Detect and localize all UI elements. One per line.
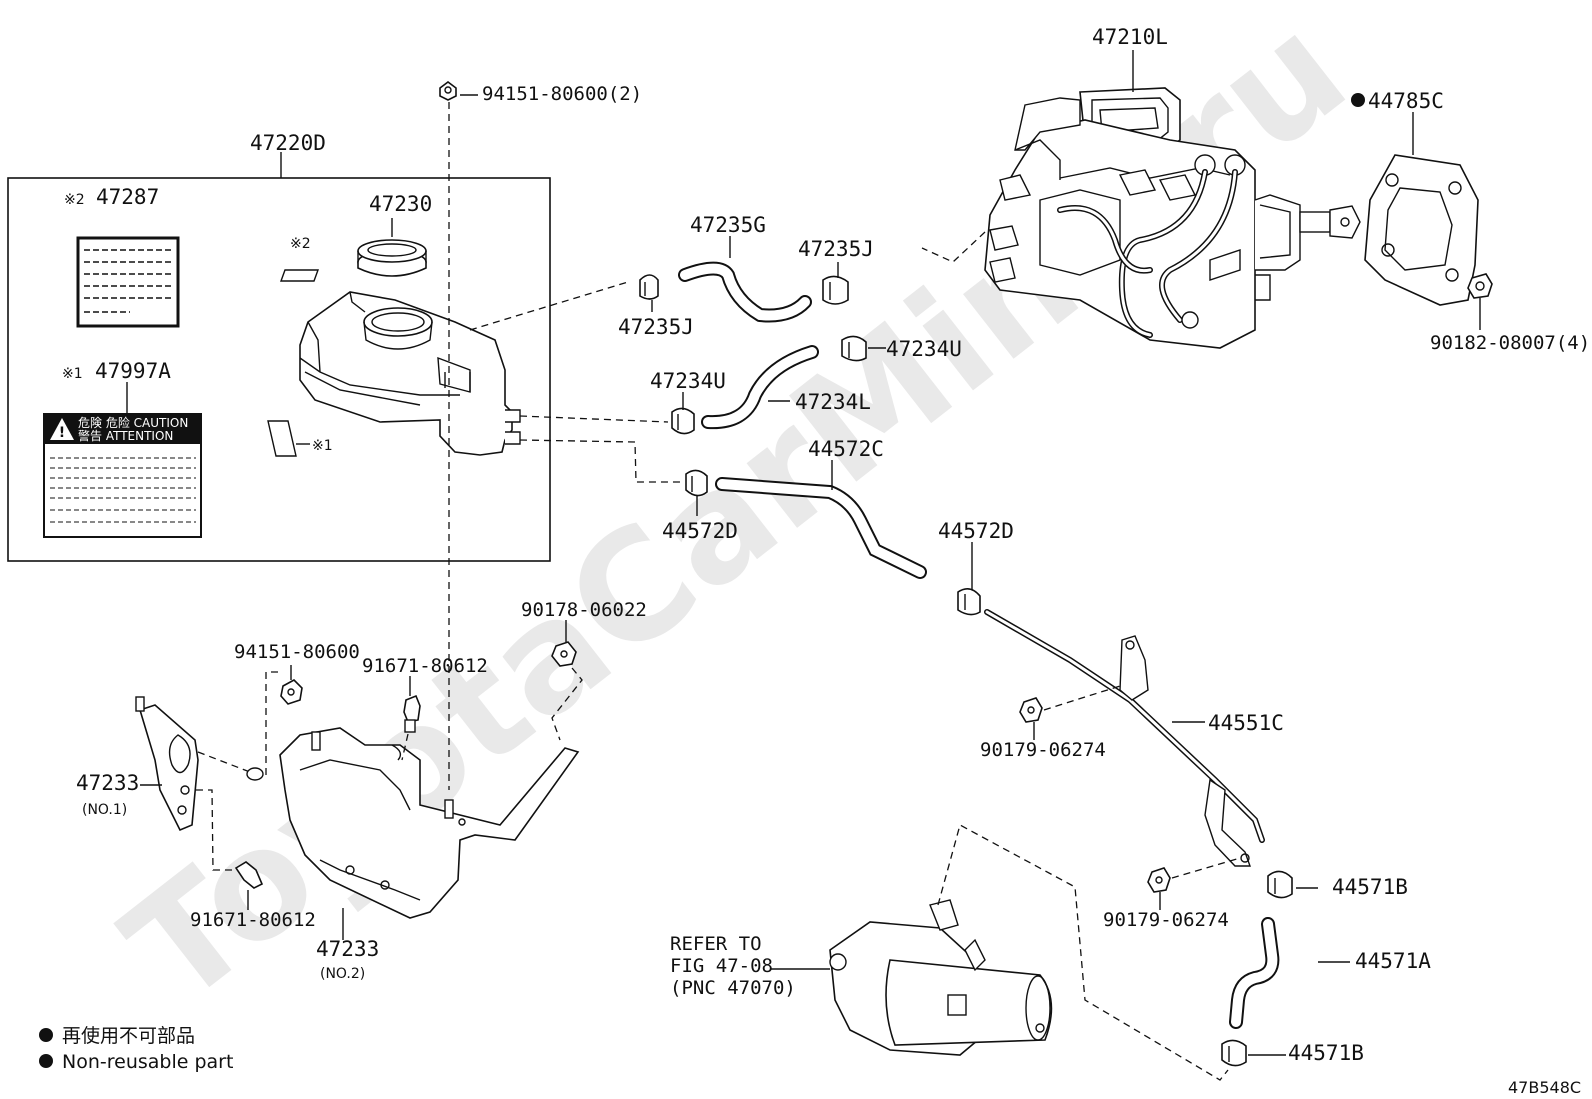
label-47235J-left: 47235J <box>618 315 694 339</box>
legend-jp: 再使用不可部品 <box>62 1025 195 1047</box>
label-47997A-mark: ※1 <box>62 366 83 382</box>
nut-94151-lower <box>280 679 303 705</box>
non-reusable-dot <box>1351 93 1365 107</box>
legend-en: Non-reusable part <box>62 1051 233 1073</box>
nut-90182 <box>1467 273 1493 299</box>
reservoir-tank <box>299 291 521 456</box>
label-90178-06022: 90178-06022 <box>521 599 647 621</box>
label-47234L: 47234L <box>795 390 871 414</box>
label-47233-no2-sub: (NO.2) <box>320 966 365 982</box>
label-90179-06274-lower: 90179-06274 <box>1103 909 1229 931</box>
bracket-47233-no1 <box>135 696 199 832</box>
label-44571B-lower: 44571B <box>1288 1041 1364 1065</box>
label-91671-80612-upper: 91671-80612 <box>362 655 488 677</box>
label-47233-no2: 47233 <box>316 937 379 961</box>
label-44785C: 44785C <box>1368 89 1444 113</box>
legend-dot-jp <box>39 1028 53 1042</box>
label-47997A: 47997A <box>95 359 171 383</box>
label-44572C: 44572C <box>808 437 884 461</box>
bolt-90178 <box>551 641 577 667</box>
diagram-code: 47B548C <box>1508 1078 1581 1097</box>
label-47235J-right: 47235J <box>798 237 874 261</box>
label-44571B-upper: 44571B <box>1332 875 1408 899</box>
sticker-mark-2 <box>280 269 319 282</box>
label-91671-80612-lower: 91671-80612 <box>190 909 316 931</box>
reservoir-assembly-box <box>7 177 551 562</box>
clamp-47235J-right <box>822 275 849 305</box>
clamp-47234U-right <box>841 335 867 362</box>
label-mark-2: ※2 <box>290 236 311 252</box>
label-94151-80600: 94151-80600 <box>234 641 360 663</box>
label-47230: 47230 <box>369 192 432 216</box>
label-44551C: 44551C <box>1208 711 1284 735</box>
clamp-47234U-left <box>671 407 695 435</box>
label-47234U-right: 47234U <box>886 337 962 361</box>
refer-line1: REFER TO <box>670 933 762 955</box>
label-47234U-left: 47234U <box>650 369 726 393</box>
svg-text:!: ! <box>59 425 65 441</box>
nut-90179-lower <box>1147 867 1171 893</box>
clamp-44572D-right <box>957 588 981 616</box>
caution-line1: 危険 危险 CAUTION <box>78 415 188 430</box>
label-47233-no1-sub: (NO.1) <box>82 802 127 818</box>
label-47235G: 47235G <box>690 213 766 237</box>
label-44572D-left: 44572D <box>662 519 738 543</box>
label-47287 <box>76 236 180 328</box>
label-47287-mark: ※2 <box>64 192 85 208</box>
label-47287: 47287 <box>96 185 159 209</box>
refer-line2: FIG 47-08 <box>670 955 773 977</box>
nut-90179-upper <box>1019 697 1043 723</box>
label-44572D-right: 44572D <box>938 519 1014 543</box>
label-90182-08007: 90182-08007(4) <box>1430 332 1590 354</box>
nut-94151-top <box>439 81 457 101</box>
caution-line2: 警告 ATTENTION <box>78 428 173 443</box>
label-94151-80600-2: 94151-80600(2) <box>482 83 642 105</box>
legend-dot-en <box>39 1054 53 1068</box>
clamp-44572D-left <box>685 469 708 497</box>
label-47210L: 47210L <box>1092 25 1168 49</box>
clamp-44571B-upper <box>1267 870 1293 899</box>
bolt-91671-upper <box>403 694 421 733</box>
brake-booster-assembly-47210L <box>984 87 1361 349</box>
caution-label-47997A: ! 危険 危险 CAUTION 警告 ATTENTION <box>43 413 202 538</box>
label-mark-1: ※1 <box>312 438 333 454</box>
gasket-44785C <box>1364 154 1479 306</box>
sticker-mark-1 <box>267 420 297 457</box>
reservoir-cap-47230 <box>357 239 427 277</box>
label-47220D: 47220D <box>250 131 326 155</box>
label-44571A: 44571A <box>1355 949 1431 973</box>
label-90179-06274-upper: 90179-06274 <box>980 739 1106 761</box>
label-47233-no1: 47233 <box>76 771 139 795</box>
bolt-91671-lower <box>234 861 264 889</box>
bracket-47233-no2 <box>246 727 580 919</box>
clamp-44571B-lower <box>1221 1039 1247 1067</box>
refer-line3: (PNC 47070) <box>670 977 796 999</box>
clamp-47235J-left <box>639 274 659 300</box>
pump-motor-47070 <box>829 899 1053 1056</box>
